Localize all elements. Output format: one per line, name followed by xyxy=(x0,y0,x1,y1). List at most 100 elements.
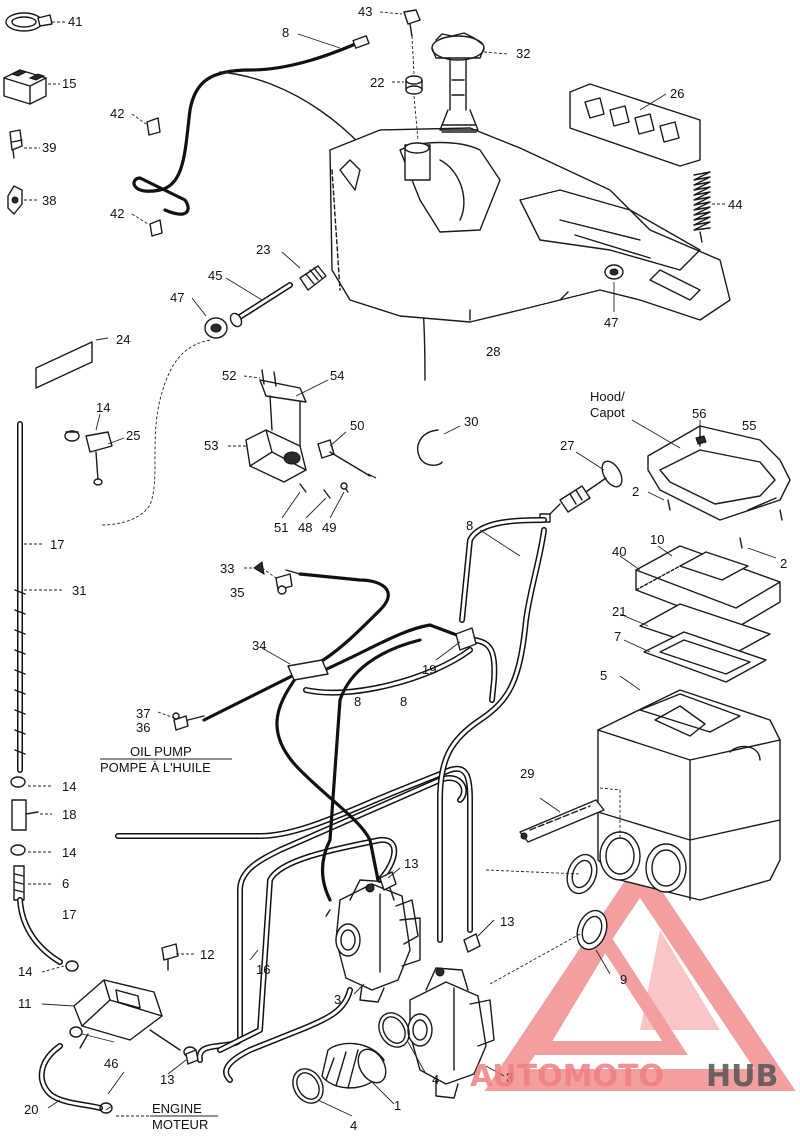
callout-27: 27 xyxy=(560,438,574,453)
callout-16: 16 xyxy=(256,962,270,977)
callout-8-middle: 8 xyxy=(466,518,473,533)
callout-54: 54 xyxy=(330,368,344,383)
throttle-cable-middle xyxy=(437,517,547,943)
oil-pump-block-34 xyxy=(287,659,329,681)
callout-44: 44 xyxy=(728,197,742,212)
callout-19: 19 xyxy=(422,662,436,677)
callout-14-low: 14 xyxy=(62,845,76,860)
callout-37: 37 xyxy=(136,706,150,721)
callout-39: 39 xyxy=(42,140,56,155)
callout-14-upper: 14 xyxy=(96,400,110,415)
sleeve-42a xyxy=(146,117,161,136)
callout-53: 53 xyxy=(204,438,218,453)
callout-55: 55 xyxy=(742,418,756,433)
fuel-filter-23 xyxy=(299,265,327,291)
callout-13-c: 13 xyxy=(160,1072,174,1087)
callout-32: 32 xyxy=(516,46,530,61)
callout-20: 20 xyxy=(24,1102,38,1117)
leader-47-line xyxy=(99,339,211,526)
fuel-pump-11 xyxy=(65,960,197,1058)
fuel-cap-32 xyxy=(431,32,485,133)
fitting-13-c xyxy=(185,1049,199,1065)
callout-8-right: 8 xyxy=(400,694,407,709)
fitting-38 xyxy=(7,185,23,215)
callout-21: 21 xyxy=(612,604,626,619)
callout-47-left: 47 xyxy=(170,290,184,305)
primer-bracket-54 xyxy=(259,369,307,447)
callout-18: 18 xyxy=(62,807,76,822)
callout-13-b: 13 xyxy=(500,914,514,929)
air-silencer-5 xyxy=(597,689,781,901)
bracket-29 xyxy=(519,799,605,843)
callout-38: 38 xyxy=(42,193,56,208)
callout-50: 50 xyxy=(350,418,364,433)
callout-7: 7 xyxy=(614,629,621,644)
callout-49: 49 xyxy=(322,520,336,535)
callout-4-lower: 4 xyxy=(350,1118,357,1133)
callout-14-bottom: 14 xyxy=(18,964,32,979)
fitting-13-b xyxy=(463,933,481,953)
callout-36: 36 xyxy=(136,720,150,735)
clip-30 xyxy=(417,429,443,466)
clamp-41 xyxy=(5,12,53,32)
sleeve-9-lower xyxy=(576,909,608,951)
hose-45 xyxy=(229,282,293,328)
callout-17-lower: 17 xyxy=(62,907,76,922)
callout-13-a: 13 xyxy=(404,856,418,871)
callout-15: 15 xyxy=(62,76,76,91)
hood-label-en: Hood/ xyxy=(590,389,625,404)
primer-53 xyxy=(245,429,307,483)
callout-35: 35 xyxy=(230,585,244,600)
watermark-word-hub: HUB xyxy=(706,1059,778,1094)
oil-pump-label-fr: POMPE À L'HUILE xyxy=(100,760,211,775)
callout-41: 41 xyxy=(68,14,82,29)
callout-9: 9 xyxy=(620,972,627,987)
callout-33: 33 xyxy=(220,561,234,576)
callout-2-left: 2 xyxy=(632,484,639,499)
callout-48: 48 xyxy=(298,520,312,535)
callout-40: 40 xyxy=(612,544,626,559)
callout-47-right: 47 xyxy=(604,315,618,330)
clamp-4-upper xyxy=(378,1012,410,1048)
watermark-word-main: AUTOMOTO xyxy=(470,1059,664,1094)
tank-strap-26 xyxy=(569,83,701,167)
watermark-text: AUTOMOTO HUB xyxy=(470,1059,778,1094)
callout-5: 5 xyxy=(600,668,607,683)
callout-1: 1 xyxy=(394,1098,401,1113)
fitting-36-37 xyxy=(172,712,205,731)
callout-6: 6 xyxy=(62,876,69,891)
clamp-14-top xyxy=(64,430,80,442)
watermark-logo xyxy=(484,858,796,1091)
screws-48-49-51 xyxy=(299,482,349,499)
hood-label-fr: Capot xyxy=(590,405,625,420)
screws-2 xyxy=(667,499,783,549)
intake-boot-1 xyxy=(321,1042,387,1089)
filter-10 xyxy=(635,545,781,609)
fitting-12 xyxy=(161,943,179,971)
hose-16 xyxy=(115,765,473,1083)
callout-25: 25 xyxy=(126,428,140,443)
clamp-4-lower xyxy=(292,1068,324,1104)
cable-loops-8 xyxy=(320,638,422,917)
callout-labels: 41 15 39 38 8 43 22 32 26 44 42 42 23 45… xyxy=(18,4,787,1133)
callout-43: 43 xyxy=(358,4,372,19)
engine-label-en: ENGINE xyxy=(152,1101,202,1116)
sleeve-9-upper xyxy=(566,853,598,895)
grommet-47-right xyxy=(604,264,624,280)
callout-56: 56 xyxy=(692,406,706,421)
leader-lines xyxy=(24,11,777,1117)
engine-label-fr: MOTEUR xyxy=(152,1117,208,1132)
carburetor-left xyxy=(335,879,421,1003)
callout-29: 29 xyxy=(520,766,534,781)
oil-pump-cable xyxy=(202,569,473,882)
fitting-50 xyxy=(317,439,377,479)
gasket-7 xyxy=(643,631,767,683)
callout-8-top: 8 xyxy=(282,25,289,40)
callout-12: 12 xyxy=(200,947,214,962)
primer-plunger-27 xyxy=(539,460,623,523)
tee-fitting-25 xyxy=(85,431,113,486)
callout-3-right: 3 xyxy=(506,1070,513,1085)
callout-3-left: 3 xyxy=(334,992,341,1007)
leader-tank-neck xyxy=(411,35,419,141)
